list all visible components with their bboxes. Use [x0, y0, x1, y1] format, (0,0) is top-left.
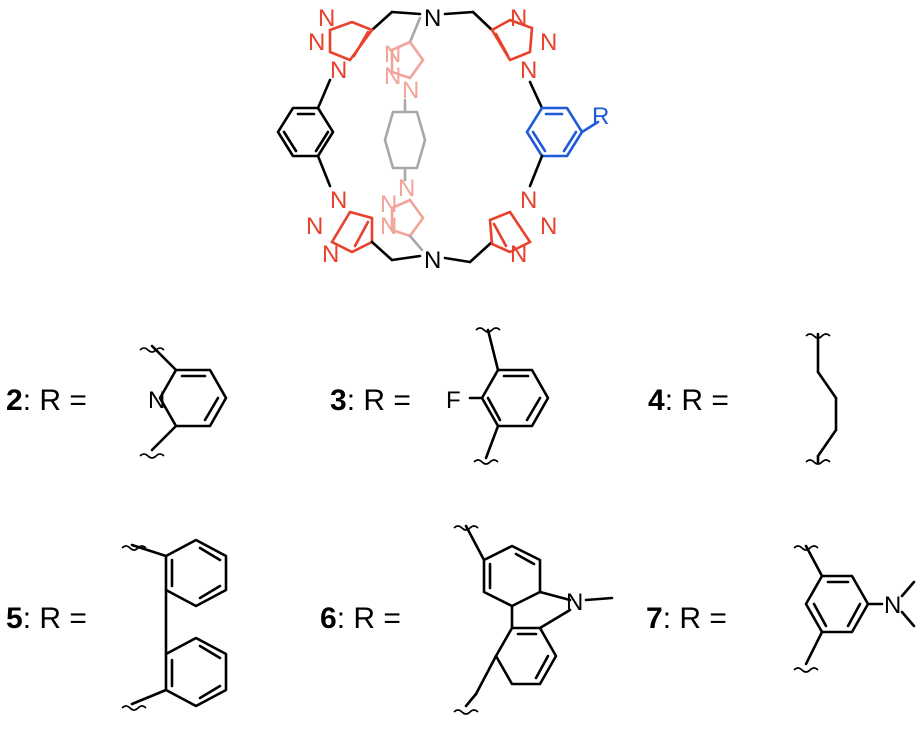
triazole-bottom-left: N N N [306, 187, 394, 268]
triazole-bottom-right: N N N [488, 187, 557, 268]
pyridine-n: N [148, 387, 165, 414]
bottom-amine-n: N [424, 247, 441, 274]
butylene-chain [805, 332, 838, 465]
fluorine-atom: F [446, 387, 461, 414]
entry-3: 3: R = F [330, 327, 550, 465]
entry-2: 2: R = N [6, 344, 228, 459]
triazole-top-right: N N N [490, 5, 557, 84]
back-strand: N N N N N N [380, 16, 427, 252]
triazole-bl-n2: N [306, 213, 323, 240]
triazole-bl-n3: N [322, 241, 339, 268]
pyridine-2-6-diyl: N [139, 344, 228, 459]
variable-arene: R [525, 80, 609, 188]
triazole-tr-n3: N [520, 57, 537, 84]
dimethylamino-n: N [884, 592, 901, 619]
macrocycle-cage: N N N N N N N N N N [276, 5, 609, 274]
fluorophenylene: F [446, 327, 550, 465]
substituent-r: R [592, 103, 609, 130]
triazole-tl-n3: N [330, 57, 347, 84]
entry-7: 7: R = N [646, 544, 916, 673]
bottom-amine-bridge: N [390, 240, 494, 274]
entry-label-3: 3: R = [330, 384, 411, 417]
biphenyl-3-3-diyl [121, 538, 228, 711]
top-amine-n: N [424, 5, 441, 32]
left-phenylene [276, 78, 335, 188]
triazole-tl-n1: N [318, 5, 335, 32]
triazole-br-n3: N [510, 241, 527, 268]
triazole-top-left: N N N [308, 5, 375, 84]
back-triazole-n2: N [384, 63, 401, 90]
back-triazole-n4: N [398, 175, 415, 202]
back-triazole-n3: N [402, 77, 419, 104]
triazole-tr-n1: N [510, 5, 527, 32]
entry-5: 5: R = [6, 538, 228, 711]
back-triazole-n1: N [384, 41, 401, 68]
entry-label-7: 7: R = [646, 602, 727, 635]
triazole-bl-n1: N [330, 187, 347, 214]
entry-6: 6: R = N [320, 524, 614, 715]
entry-label-6: 6: R = [320, 602, 401, 635]
triazole-tl-n2: N [308, 29, 325, 56]
triazole-br-n1: N [520, 187, 537, 214]
top-amine-bridge: N [370, 5, 494, 32]
entry-label-2: 2: R = [6, 384, 87, 417]
back-triazole-n6: N [380, 213, 397, 240]
entry-label-4: 4: R = [648, 384, 729, 417]
n-methylcarbazole-diyl: N [453, 524, 614, 715]
triazole-tr-n2: N [540, 29, 557, 56]
entry-label-5: 5: R = [6, 602, 87, 635]
dimethylaminophenylene: N [793, 544, 916, 673]
entry-4: 4: R = [648, 332, 838, 465]
triazole-br-n2: N [540, 213, 557, 240]
